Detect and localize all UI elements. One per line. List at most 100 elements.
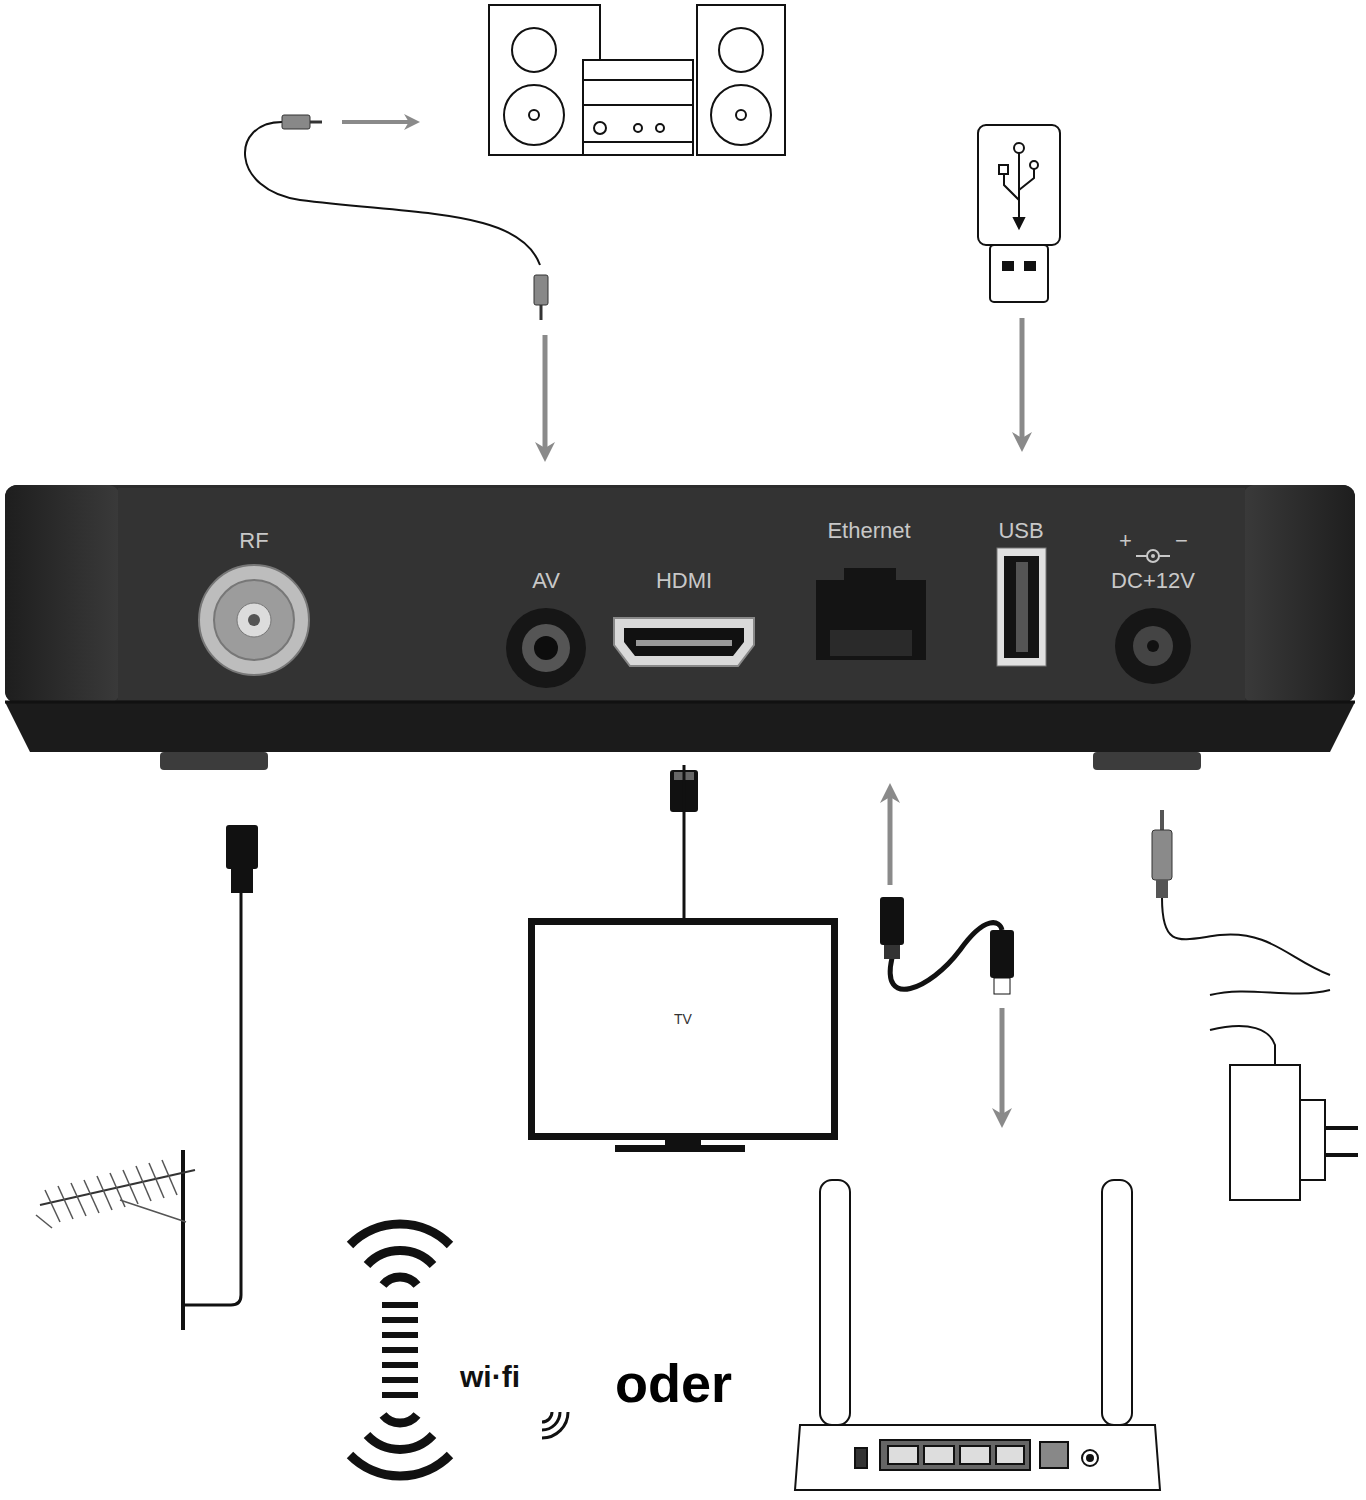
usb-stick-part (1014, 143, 1024, 153)
stereo-system-part (697, 5, 785, 155)
stereo-system-part (504, 85, 564, 145)
av-jack (506, 608, 586, 688)
port-label: HDMI (651, 568, 718, 765)
receiver-housing-part (5, 701, 1355, 704)
wifi-symbol-part (350, 1455, 450, 1476)
antenna-part (183, 893, 241, 1305)
wifi-logo-waves-part (542, 1412, 568, 1438)
router-part (820, 1180, 850, 1425)
polarity-sign: + (1119, 528, 1132, 554)
stereo-system-part (529, 110, 539, 120)
dc-jack-part (1147, 550, 1159, 562)
ethernet-port-part (830, 630, 912, 656)
antenna-part-part (149, 1163, 164, 1198)
antenna-part (226, 825, 258, 869)
router-part (1102, 1180, 1132, 1425)
port-label: Ethernet (822, 518, 916, 765)
antenna (36, 825, 258, 1330)
dc-jack-part (1151, 554, 1155, 558)
hdmi-port-part (614, 618, 754, 666)
dc-jack-part (1115, 608, 1191, 684)
wifi-symbol-part (382, 1305, 418, 1395)
ethernet-port (816, 568, 926, 660)
power-adapter-part (1325, 1153, 1358, 1157)
rf-socket (199, 565, 309, 675)
hdmi-port-part (636, 640, 732, 646)
usb-stick-part (1004, 172, 1019, 200)
rf-socket-part (237, 603, 271, 637)
router (795, 1180, 1160, 1490)
router-part (1087, 1455, 1093, 1461)
power-adapter-part (1160, 810, 1164, 830)
receiver-housing-part (160, 752, 268, 770)
port-label: DC+12V (1106, 568, 1200, 765)
stereo-system-part (711, 85, 771, 145)
router-part (888, 1446, 918, 1464)
antenna-part-part (71, 1183, 86, 1216)
router-part (960, 1446, 990, 1464)
dc-jack-part (1133, 626, 1173, 666)
rf-socket-part (214, 580, 294, 660)
dc-jack-part (1136, 555, 1147, 557)
wifi-symbol-part-part (382, 1377, 418, 1383)
usb-stick-part (1025, 262, 1035, 270)
antenna-part-part (84, 1180, 99, 1213)
usb-stick-part (1019, 168, 1034, 190)
stereo-system-part (656, 124, 664, 132)
receiver-housing-part (5, 702, 1355, 752)
stereo-system-part (594, 122, 606, 134)
ethernet-cable-part (884, 945, 900, 959)
port-name: USB (993, 518, 1049, 544)
ethernet-cable-part (994, 978, 1010, 994)
stereo-system (489, 5, 785, 155)
audio-cable-part (540, 305, 543, 320)
power-adapter (1152, 810, 1358, 1200)
ethernet-cable-part (888, 793, 893, 885)
power-adapter-part (1162, 898, 1330, 975)
usb-stick-part (990, 245, 1048, 302)
port-label: RF (234, 528, 274, 765)
stereo-system-part (583, 104, 693, 106)
receiver-housing-part (5, 485, 1355, 703)
usb-stick-part (978, 125, 1060, 245)
port-name: AV (527, 568, 565, 594)
receiver-housing-part (5, 485, 120, 703)
rf-socket-part (248, 614, 260, 626)
usb-port-part (1016, 562, 1028, 652)
stereo-system-part (583, 79, 693, 81)
hdmi-port-part (624, 628, 744, 656)
power-adapter-part (1300, 1100, 1325, 1180)
av-jack-part (506, 608, 586, 688)
audio-cable-part (543, 335, 548, 452)
ethernet-cable-part (990, 930, 1014, 978)
audio-cable-part (282, 115, 310, 129)
ethernet-cable-part (890, 923, 1002, 990)
usb-stick (978, 125, 1060, 442)
antenna-part-part (162, 1160, 177, 1195)
usb-stick-part (999, 165, 1008, 174)
receiver-housing-part (1093, 752, 1201, 770)
receiver-housing-part (1243, 485, 1355, 703)
wifi-symbol-part (350, 1224, 450, 1245)
hdmi-cable (683, 765, 686, 918)
power-adapter-part (1156, 880, 1168, 898)
wifi-symbol-part (367, 1435, 433, 1449)
hdmi-port (614, 618, 754, 666)
antenna-part-part (123, 1170, 138, 1204)
wifi-logo-waves-part (542, 1412, 552, 1422)
tv-screen: TV (528, 918, 838, 1140)
usb-stick-part (1020, 318, 1025, 442)
port-label: USB (993, 518, 1049, 765)
router-part (855, 1448, 867, 1468)
router-part (1040, 1442, 1068, 1468)
antenna-part-part (45, 1190, 60, 1222)
ethernet-cable-part (1000, 1008, 1005, 1118)
polarity-sign: − (1175, 528, 1188, 554)
usb-port-part (1004, 556, 1039, 658)
antenna-part (36, 1160, 186, 1228)
router-part (924, 1446, 954, 1464)
port-name: RF (234, 528, 274, 554)
power-adapter-part (1152, 830, 1172, 880)
power-adapter-part (1230, 1065, 1300, 1200)
stereo-system-part (719, 28, 763, 72)
